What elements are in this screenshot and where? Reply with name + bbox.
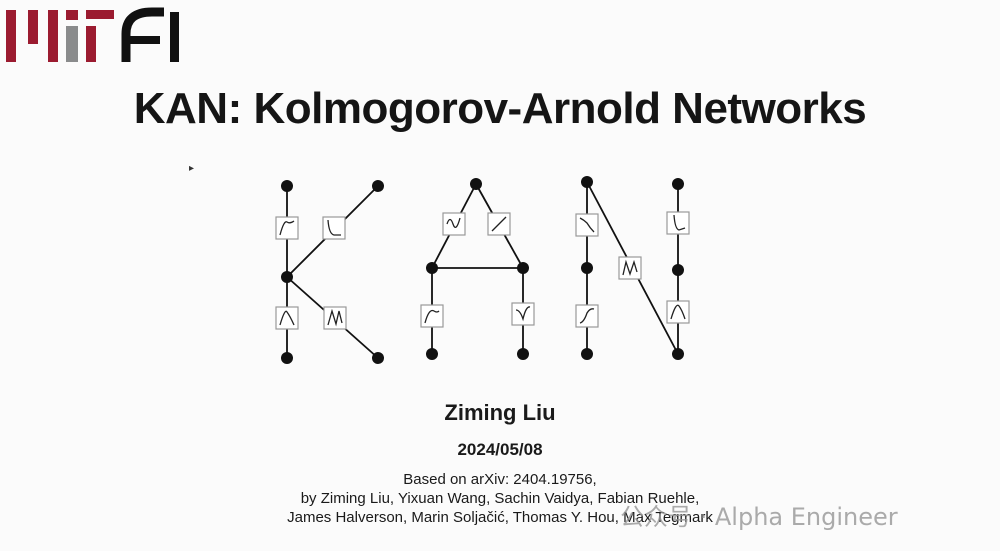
citation-line: by Ziming Liu, Yixuan Wang, Sachin Vaidy… [300,490,700,507]
node [517,348,529,360]
node [281,352,293,364]
activation-box [618,256,642,280]
activation-box [420,304,444,328]
mit-fi-logo [6,7,179,62]
node [372,352,384,364]
node [372,180,384,192]
presentation-date: 2024/05/08 [457,440,543,459]
slide-title: KAN: Kolmogorov-Arnold Networks [133,84,867,133]
activation-box [575,213,599,237]
citation: Based on arXiv: 2404.19756, by Ziming Li… [190,470,810,527]
activation-box [322,216,346,240]
node [281,271,293,283]
node [281,180,293,192]
node [672,348,684,360]
node [470,178,482,190]
activation-box [511,302,535,326]
node [581,176,593,188]
citation-line: Based on arXiv: 2404.19756, [403,471,597,488]
node [581,348,593,360]
activation-box [575,304,599,328]
activation-box [442,212,466,236]
author-name: Ziming Liu [444,400,556,425]
activation-box [487,212,511,236]
activation-box [275,306,299,330]
node [581,262,593,274]
activation-box [275,216,299,240]
node [672,178,684,190]
mouse-cursor-icon: ▸ [189,163,195,174]
citation-line: James Halverson, Marin Soljačić, Thomas … [287,509,713,526]
node [517,262,529,274]
node [426,348,438,360]
activation-box [666,211,690,235]
watermark: 公众号 · Alpha Engineer [620,503,898,531]
activation-box [666,300,690,324]
node [426,262,438,274]
node [672,264,684,276]
activation-box [323,306,347,330]
